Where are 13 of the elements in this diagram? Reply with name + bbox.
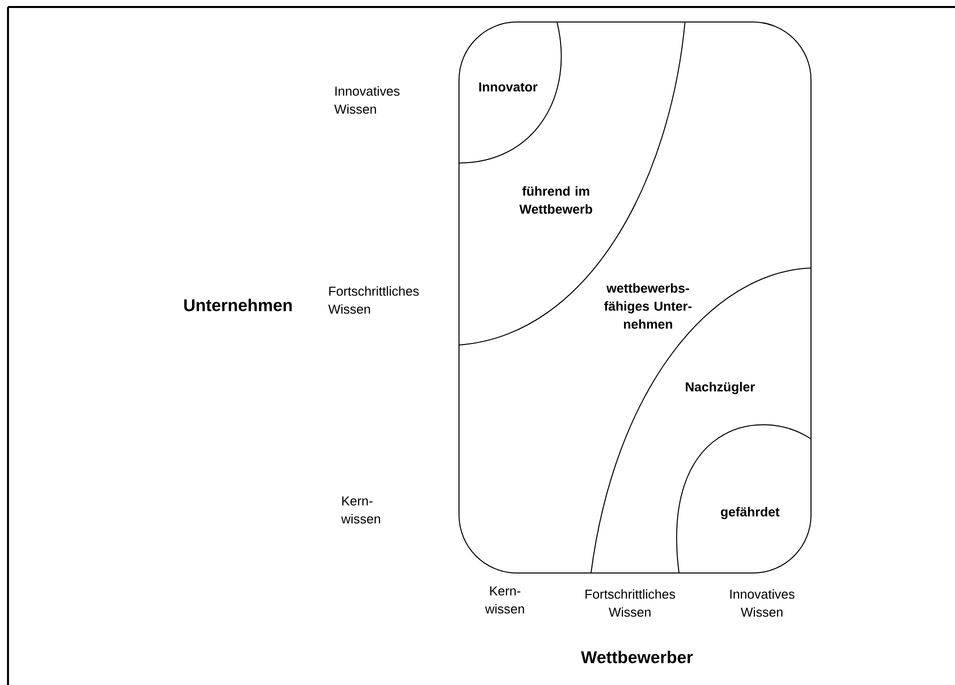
axis-tick-label: Fortschrittliches Wissen <box>586 589 676 617</box>
axis-tick-label: Fortschrittliches Wissen <box>328 286 419 314</box>
region-label: wettbewerbs- fähiges Unter- nehmen <box>604 283 692 329</box>
axis-title: Wettbewerber <box>580 650 693 664</box>
region-label: Innovator <box>479 82 538 92</box>
region-label: Nachzügler <box>686 382 755 394</box>
axis-tick-label: Innovatives Wissen <box>334 86 400 114</box>
region-label: führend im Wettbewerb <box>519 186 592 214</box>
axis-tick-label: Innovatives Wissen <box>730 589 794 617</box>
axis-tick-label: Kern- wissen <box>341 496 380 524</box>
axis-tick-label: Kern- wissen <box>485 586 524 614</box>
axis-title: Unternehmen <box>184 298 292 312</box>
region-label: gefährdet <box>720 506 780 520</box>
